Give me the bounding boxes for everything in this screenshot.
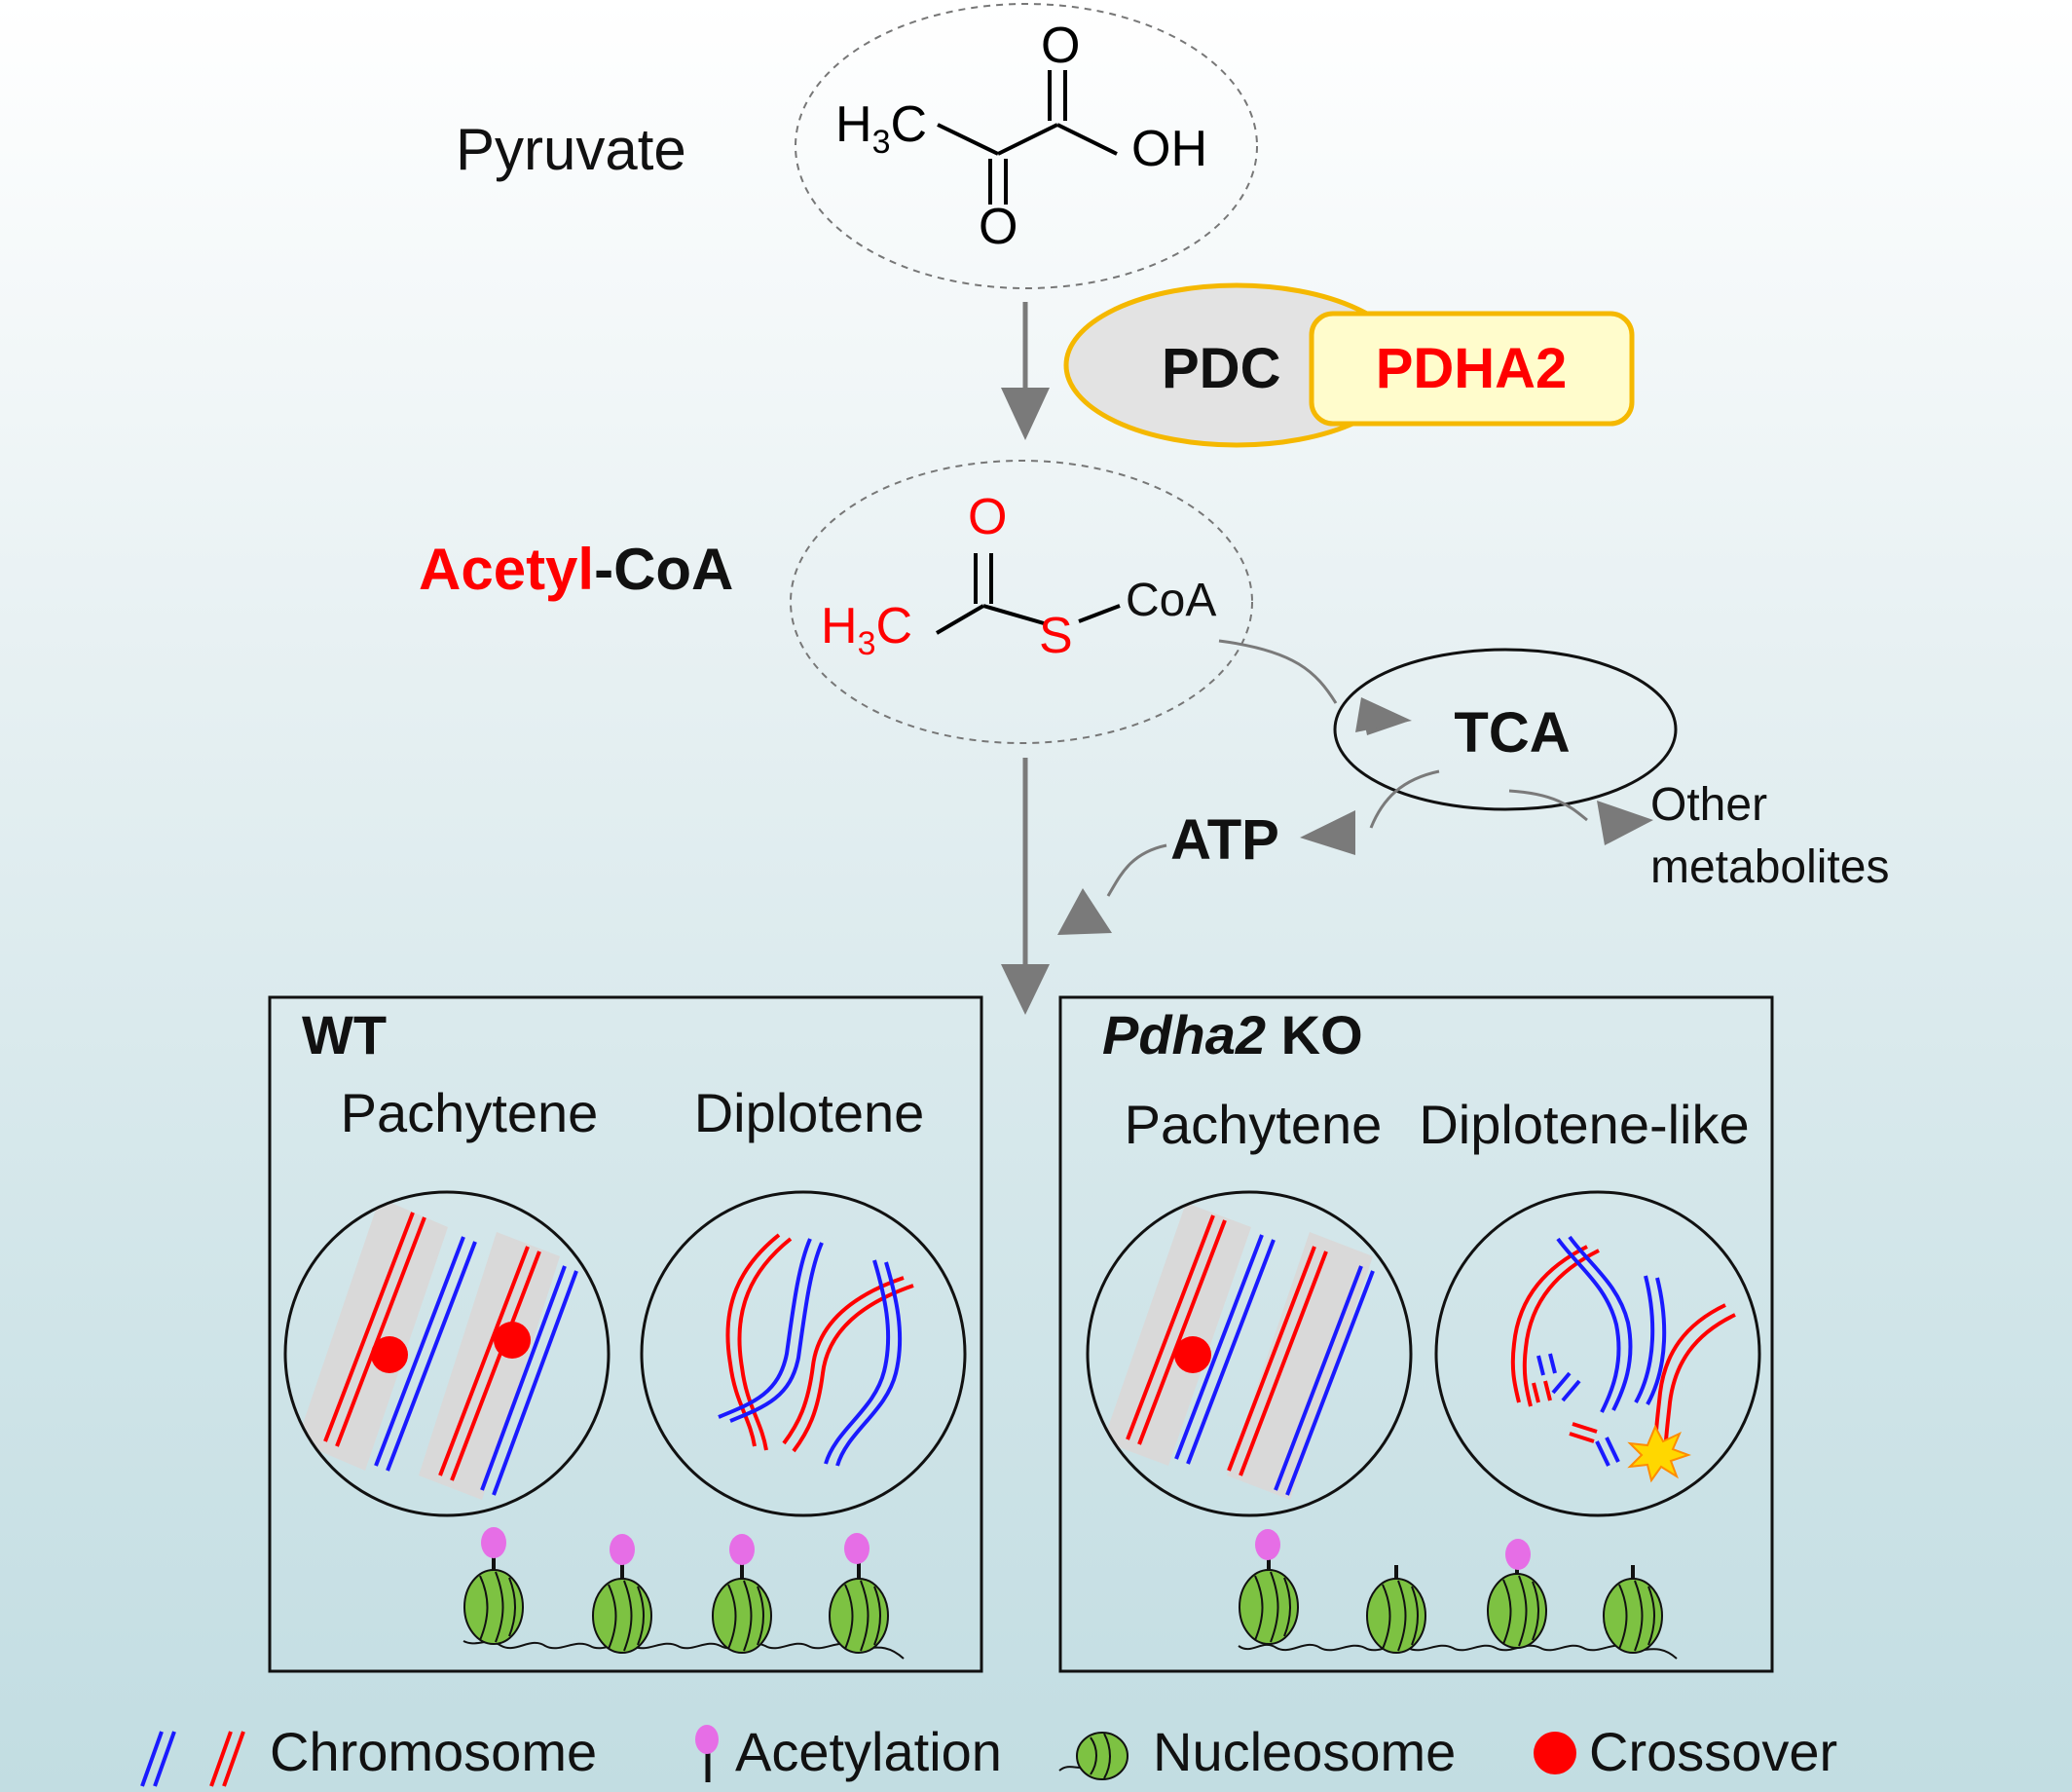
chromosome-legend-icon: [140, 1731, 245, 1787]
nucleosome-icon: [1603, 1578, 1663, 1654]
wt-panel: [268, 995, 983, 1673]
ko-diplotene-like-nucleus: [1434, 1190, 1761, 1517]
pyruvate-oh: OH: [1131, 121, 1207, 177]
legend-acetylation-label: Acetylation: [735, 1721, 1002, 1782]
nucleosome-icon: [463, 1569, 524, 1645]
wt-pachytene-nucleus: [283, 1190, 610, 1517]
tca-label: TCA: [1454, 701, 1570, 765]
nucleosome-icon: [1366, 1578, 1426, 1654]
acetyl-coa-label: Acetyl-CoA: [419, 537, 733, 602]
wt-diplotene-nucleus: [640, 1190, 967, 1517]
acetylation-mark: [610, 1534, 635, 1565]
legend: Chromosome Acetylation Nucleosome Crosso…: [140, 1721, 1837, 1787]
arrow-acetylcoa-to-tca: [1218, 639, 1338, 704]
crossover-dot: [494, 1322, 531, 1359]
crossover-legend-icon: [1534, 1732, 1576, 1774]
nucleosome-icon: [712, 1578, 772, 1654]
nucleosome-icon: [1487, 1573, 1547, 1649]
nucleosome-icon: [1239, 1569, 1299, 1645]
wt-diplotene-label: Diplotene: [694, 1082, 925, 1143]
arrowhead-to-atp: [1300, 810, 1355, 855]
arrow-tca-to-atp: [1369, 769, 1440, 829]
arrowhead-pyruvate: [1001, 388, 1050, 440]
pyruvate-label: Pyruvate: [456, 117, 686, 182]
atp-label: ATP: [1170, 808, 1279, 872]
pyruvate-structure-ellipse: [795, 3, 1258, 289]
nucleosome-legend-icon: [1058, 1732, 1128, 1780]
wt-title: WT: [302, 1004, 387, 1065]
acetylation-mark: [729, 1534, 755, 1565]
wt-pachytene-label: Pachytene: [341, 1082, 599, 1143]
ko-pachytene-label: Pachytene: [1125, 1094, 1383, 1155]
pdha2-box: [1309, 311, 1635, 427]
pyruvate-o-top: O: [1041, 18, 1080, 74]
acetylation-mark: [1255, 1529, 1280, 1560]
crossover-dot: [371, 1336, 408, 1373]
acetylcoa-structure-ellipse: [790, 460, 1253, 744]
pdha2-label: PDHA2: [1376, 337, 1568, 400]
pyruvate-h3c: H3C: [835, 96, 927, 161]
pyruvate-structure: [937, 70, 1118, 205]
ko-pachytene-nucleus: [1086, 1190, 1413, 1517]
nucleosome-icon: [592, 1578, 652, 1654]
arrowhead-to-tca-fill: [1355, 697, 1412, 732]
acetylcoa-o: O: [968, 489, 1007, 545]
arrow-atp-to-panels: [1106, 843, 1167, 897]
legend-nucleosome-label: Nucleosome: [1153, 1721, 1456, 1782]
crossover-dot: [1174, 1336, 1211, 1373]
acetylation-mark: [844, 1533, 870, 1564]
ko-panel: [1058, 995, 1774, 1673]
arrowhead-to-other: [1597, 801, 1653, 845]
acetylation-legend-icon: [695, 1725, 719, 1782]
arrowhead-atp-to-panels: [1057, 888, 1112, 935]
pdc-label: PDC: [1162, 337, 1280, 400]
nucleosome-icon: [829, 1578, 889, 1654]
tca-ellipse: [1333, 648, 1678, 811]
acetylcoa-h3c: H3C: [821, 598, 912, 662]
wt-dna-linker: [462, 1640, 905, 1660]
acetylcoa-structure: [935, 553, 1121, 635]
acetylcoa-s: S: [1039, 608, 1073, 664]
ko-dna-linker: [1238, 1643, 1678, 1660]
legend-crossover-label: Crossover: [1589, 1721, 1837, 1782]
arrowhead-to-panels: [1001, 964, 1050, 1015]
ko-title: Pdha2 KO: [1102, 1004, 1363, 1065]
wt-nucleosomes: [463, 1527, 889, 1654]
acetylation-mark: [481, 1527, 506, 1558]
arrow-tca-to-other: [1508, 789, 1588, 822]
other-metabolites-line2: metabolites: [1650, 841, 1889, 893]
legend-chromosome-label: Chromosome: [270, 1721, 597, 1782]
ko-nucleosomes: [1239, 1529, 1663, 1654]
pyruvate-o-bottom: O: [979, 199, 1018, 255]
dna-damage-burst-icon: [1627, 1424, 1691, 1483]
acetylcoa-coa: CoA: [1126, 575, 1216, 626]
other-metabolites-line1: Other: [1650, 779, 1767, 831]
ko-diplotene-like-label: Diplotene-like: [1419, 1094, 1749, 1155]
acetylation-mark: [1505, 1539, 1531, 1570]
